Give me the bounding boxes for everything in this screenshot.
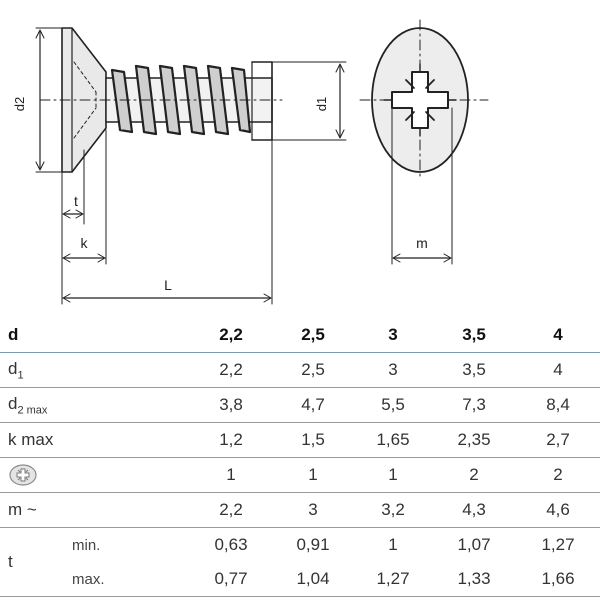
table-cell: 1,27 — [376, 569, 410, 588]
table-cell: 1,5 — [301, 430, 325, 449]
table-row-m: m ~ 2,2 3 3,2 4,3 4,6 — [0, 493, 600, 528]
dim-label-m: m — [416, 235, 428, 251]
table-cell: 3 — [388, 360, 398, 379]
row-label: k max — [8, 430, 54, 449]
table-cell: 2 — [553, 465, 563, 484]
table-cell: 1 — [308, 465, 318, 484]
table-cell: 4,6 — [546, 500, 570, 519]
table-cell: 0,77 — [214, 569, 248, 588]
screw-technical-drawing: d2 d1 t k L m — [12, 19, 489, 305]
pozidriv-recess — [383, 63, 457, 137]
table-cell: 1,65 — [376, 430, 410, 449]
dim-label-L: L — [164, 277, 172, 293]
table-cell: 8,4 — [546, 395, 570, 414]
row-label: m ~ — [8, 500, 37, 519]
table-cell: 4,3 — [462, 500, 486, 519]
dim-label-k: k — [81, 235, 89, 251]
table-cell: 1 — [388, 535, 398, 554]
table-header-row: d 2,2 2,5 3 3,5 4 — [0, 318, 600, 353]
row-label-t: t — [8, 552, 13, 571]
row-label — [0, 458, 190, 493]
table-cell: 1,07 — [457, 535, 491, 554]
table-row-k-max: k max 1,2 1,5 1,65 2,35 2,7 — [0, 423, 600, 458]
table-cell: 2,2 — [219, 360, 243, 379]
table-cell: 2,5 — [301, 360, 325, 379]
header-cell: 2,5 — [301, 325, 325, 344]
table-cell: 1,2 — [219, 430, 243, 449]
table-row-t-max: max. 0,77 1,04 1,27 1,33 1,66 — [0, 562, 600, 597]
table-cell: 1 — [388, 465, 398, 484]
sub-row-label: max. — [72, 570, 105, 588]
table-cell: 5,5 — [381, 395, 405, 414]
row-label: d2 max — [8, 393, 48, 417]
pozidriv-drive-icon — [9, 464, 37, 486]
table-cell: 7,3 — [462, 395, 486, 414]
header-cell: 4 — [553, 325, 563, 344]
header-cell: 3,5 — [462, 325, 486, 344]
table-row-d2-max: d2 max 3,8 4,7 5,5 7,3 8,4 — [0, 388, 600, 423]
dimension-table: d 2,2 2,5 3 3,5 4 d1 2,2 2,5 3 3,5 4 d2 … — [0, 318, 600, 597]
header-cell: 3 — [388, 325, 398, 344]
table-cell: 2,35 — [457, 430, 491, 449]
dim-label-d2: d2 — [12, 97, 27, 111]
table-cell: 4,7 — [301, 395, 325, 414]
table-cell: 4 — [553, 360, 563, 379]
table-cell: 1 — [226, 465, 236, 484]
dim-label-t: t — [74, 193, 78, 209]
table-cell: 3 — [308, 500, 318, 519]
table-cell: 0,63 — [214, 535, 248, 554]
dim-label-d1: d1 — [314, 97, 329, 111]
header-cell: 2,2 — [219, 325, 243, 344]
table-cell: 1,04 — [296, 569, 330, 588]
table-cell: 3,5 — [462, 360, 486, 379]
table-cell: 1,33 — [457, 569, 491, 588]
header-label: d — [8, 325, 19, 344]
table-cell: 2,2 — [219, 500, 243, 519]
table-row-drive-size: 1 1 1 2 2 — [0, 458, 600, 493]
sub-row-label: min. — [72, 536, 101, 554]
table-cell: 3,8 — [219, 395, 243, 414]
table-cell: 0,91 — [296, 535, 330, 554]
table-cell: 2,7 — [546, 430, 570, 449]
table-cell: 1,66 — [541, 569, 575, 588]
table-row-t-min: t min. 0,63 0,91 1 1,07 1,27 — [0, 528, 600, 571]
table-row-d1: d1 2,2 2,5 3 3,5 4 — [0, 353, 600, 388]
table-cell: 2 — [469, 465, 479, 484]
table-cell: 3,2 — [381, 500, 405, 519]
row-label: d1 — [8, 358, 24, 382]
table-cell: 1,27 — [541, 535, 575, 554]
